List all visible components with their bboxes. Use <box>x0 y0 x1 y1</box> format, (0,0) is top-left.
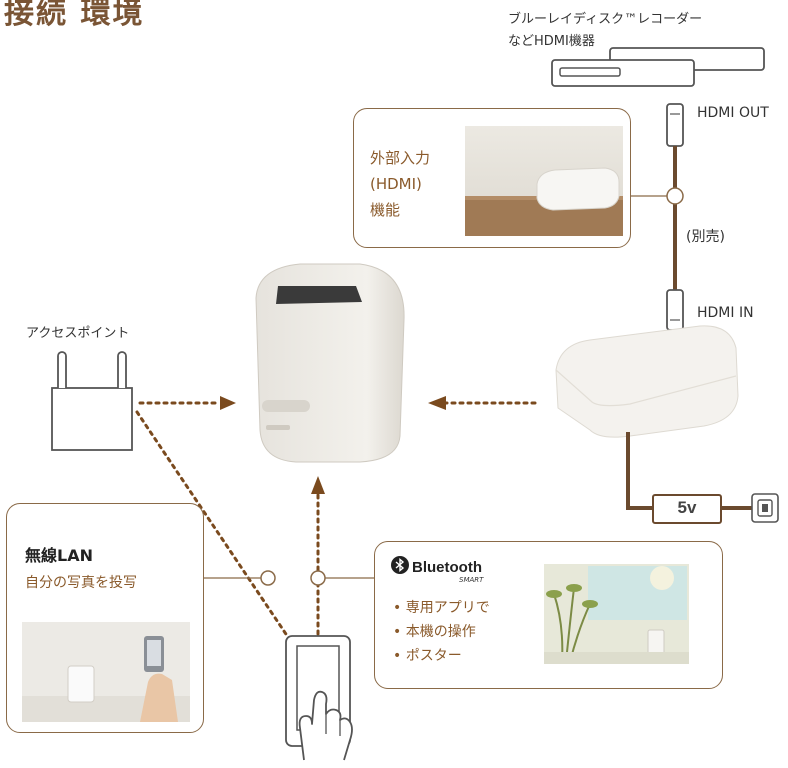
hdmi-function-line3: 機能 <box>370 201 401 219</box>
projector-icon <box>255 263 405 463</box>
bluetooth-logo: Bluetooth <box>391 556 482 578</box>
bluetooth-feature-list: 専用アプリで 本機の操作 ポスター <box>393 596 490 668</box>
access-point-label: アクセスポイント <box>26 326 130 341</box>
voltage-label: 5v <box>652 494 722 524</box>
bluray-label-line2: などHDMI機器 <box>508 34 595 49</box>
wall-outlet-icon <box>751 493 779 523</box>
router-icon <box>51 351 133 451</box>
poster-projection-photo <box>544 564 689 664</box>
wireless-lan-subtitle: 自分の写真を投写 <box>25 575 137 591</box>
bluetooth-callout: Bluetooth SMART 専用アプリで 本機の操作 ポスター <box>374 541 723 689</box>
hdmi-function-line2: (HDMI) <box>370 175 422 193</box>
sold-separately-label: (別売) <box>686 229 725 245</box>
bluetooth-smart-text: SMART <box>459 576 484 584</box>
hdmi-receiver-box-icon <box>555 325 739 438</box>
bluetooth-feature-item: 専用アプリで <box>393 596 490 620</box>
hdmi-out-label: HDMI OUT <box>697 105 769 121</box>
wireless-lan-callout: 無線LAN 自分の写真を投写 <box>6 503 204 733</box>
bluray-recorder-icon <box>551 47 765 87</box>
hdmi-box-photo <box>465 126 623 236</box>
photo-projection-photo <box>22 622 190 722</box>
smartphone-hand-icon <box>285 635 353 761</box>
hdmi-function-text: 外部入力 (HDMI) 機能 <box>370 145 430 223</box>
hdmi-in-label: HDMI IN <box>697 305 754 321</box>
hdmi-function-line1: 外部入力 <box>370 149 431 167</box>
bluetooth-icon <box>391 556 409 578</box>
bluray-label-line1: ブルーレイディスク™レコーダー <box>508 12 703 27</box>
bluetooth-feature-item: ポスター <box>393 644 490 668</box>
page-title: 接続 環境 <box>4 0 145 31</box>
bluetooth-brand-text: Bluetooth <box>412 558 482 576</box>
hdmi-cable-icon <box>666 103 684 331</box>
hdmi-function-callout: 外部入力 (HDMI) 機能 <box>353 108 631 248</box>
wireless-lan-title: 無線LAN <box>25 546 93 565</box>
bluetooth-feature-item: 本機の操作 <box>393 620 490 644</box>
